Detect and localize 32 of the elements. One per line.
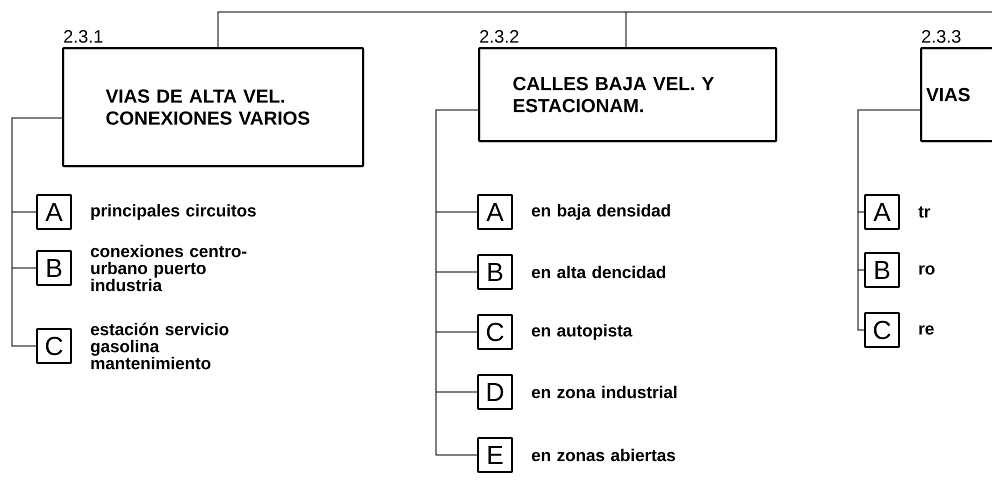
item-label: en zona industrial [532, 386, 676, 398]
section-number: 2.3.3 [922, 30, 960, 43]
item-label: re [919, 325, 934, 335]
section-number: 2.3.1 [64, 30, 102, 43]
letter-box: C [36, 328, 72, 364]
item-label: en zonas abiertas [532, 448, 676, 462]
letter-box: B [477, 254, 513, 290]
letter-box: B [36, 250, 72, 286]
connector-line [858, 110, 920, 330]
item-label: ro [919, 265, 935, 275]
connector-line [12, 118, 62, 346]
connector-line [436, 110, 478, 456]
item-label: conexiones centro- urbano puerto industria [90, 244, 246, 292]
item-label: en autopista [532, 324, 632, 340]
letter-box: C [477, 314, 513, 350]
item-label: principales circuitos [91, 204, 256, 220]
letter-box: E [477, 437, 513, 473]
letter-box: B [864, 252, 900, 288]
letter-box: C [864, 312, 900, 348]
letter-box: D [477, 374, 513, 410]
letter-box: A [477, 194, 513, 230]
letter-box: A [36, 194, 72, 230]
letter-box: A [864, 194, 900, 230]
item-label: en baja densidad [532, 204, 670, 220]
item-label: estación servicio gasolina mantenimiento [90, 322, 228, 370]
item-label: en alta dencidad [532, 266, 666, 278]
item-label: tr [918, 206, 930, 218]
connector-line [626, 12, 992, 48]
heading-box: CALLES BAJA VEL. Y ESTACIONAM. [478, 47, 778, 142]
heading-box: VIAS [920, 47, 992, 142]
section-number: 2.3.2 [480, 30, 518, 43]
heading-box: VIAS DE ALTA VEL. CONEXIONES VARIOS [62, 47, 364, 168]
